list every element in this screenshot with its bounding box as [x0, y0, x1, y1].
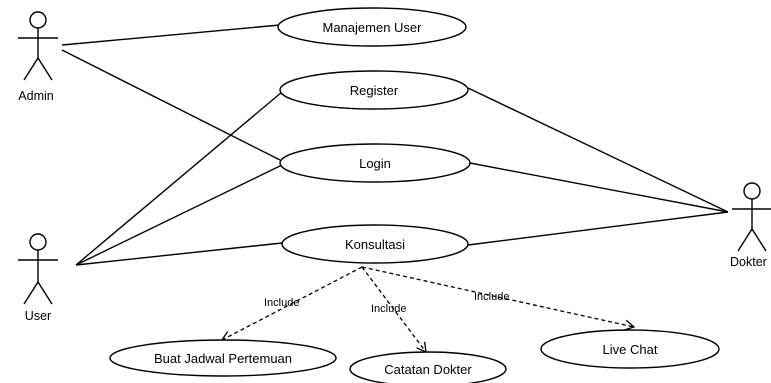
use-case-konsultasi: Konsultasi	[281, 224, 469, 264]
use-case-buat-jadwal: Buat Jadwal Pertemuan	[109, 339, 337, 377]
use-case-label-catatan-dokter: Catatan Dokter	[384, 362, 472, 377]
include-line-catatan-dokter	[361, 266, 427, 354]
assoc-user-konsultasi	[75, 242, 283, 266]
include-label-2: Include	[371, 303, 406, 315]
use-case-label-login: Login	[359, 156, 391, 171]
associations	[61, 24, 729, 266]
use-case-catatan-dokter: Catatan Dokter	[349, 351, 507, 383]
assoc-user-login	[75, 164, 283, 266]
use-case-label-buat-jadwal: Buat Jadwal Pertemuan	[154, 351, 292, 366]
actor-dokter: Dokter	[730, 182, 771, 269]
use-case-manajemen-user: Manajemen User	[277, 7, 467, 47]
actor-label-user: User	[25, 309, 51, 323]
use-case-label-konsultasi: Konsultasi	[345, 237, 405, 252]
use-case-register: Register	[279, 70, 469, 110]
use-case-live-chat: Live Chat	[540, 329, 720, 369]
actor-admin-head	[29, 11, 47, 29]
actor-label-admin: Admin	[18, 89, 53, 103]
actor-user-head	[29, 233, 47, 251]
assoc-dokter-konsultasi	[467, 211, 729, 246]
include-label-1: Include	[264, 297, 299, 309]
use-case-label-live-chat: Live Chat	[603, 342, 658, 357]
assoc-admin-login	[61, 49, 281, 161]
actor-user: User	[18, 233, 58, 323]
include-line-buat-jadwal	[220, 266, 363, 341]
assoc-user-register	[75, 91, 283, 266]
actor-label-dokter: Dokter	[730, 255, 767, 269]
assoc-dokter-register	[467, 87, 729, 213]
use-case-label-manajemen-user: Manajemen User	[323, 20, 423, 35]
include-label-3: Include	[474, 291, 509, 303]
include-relations: Include Include Include	[220, 266, 636, 354]
use-case-label-register: Register	[350, 83, 399, 98]
use-case-login: Login	[279, 143, 471, 183]
include-line-live-chat	[361, 266, 636, 331]
assoc-admin-manajemen	[61, 24, 281, 46]
actor-dokter-head	[743, 182, 761, 200]
actor-admin: Admin	[18, 11, 58, 103]
assoc-dokter-login	[469, 162, 729, 213]
